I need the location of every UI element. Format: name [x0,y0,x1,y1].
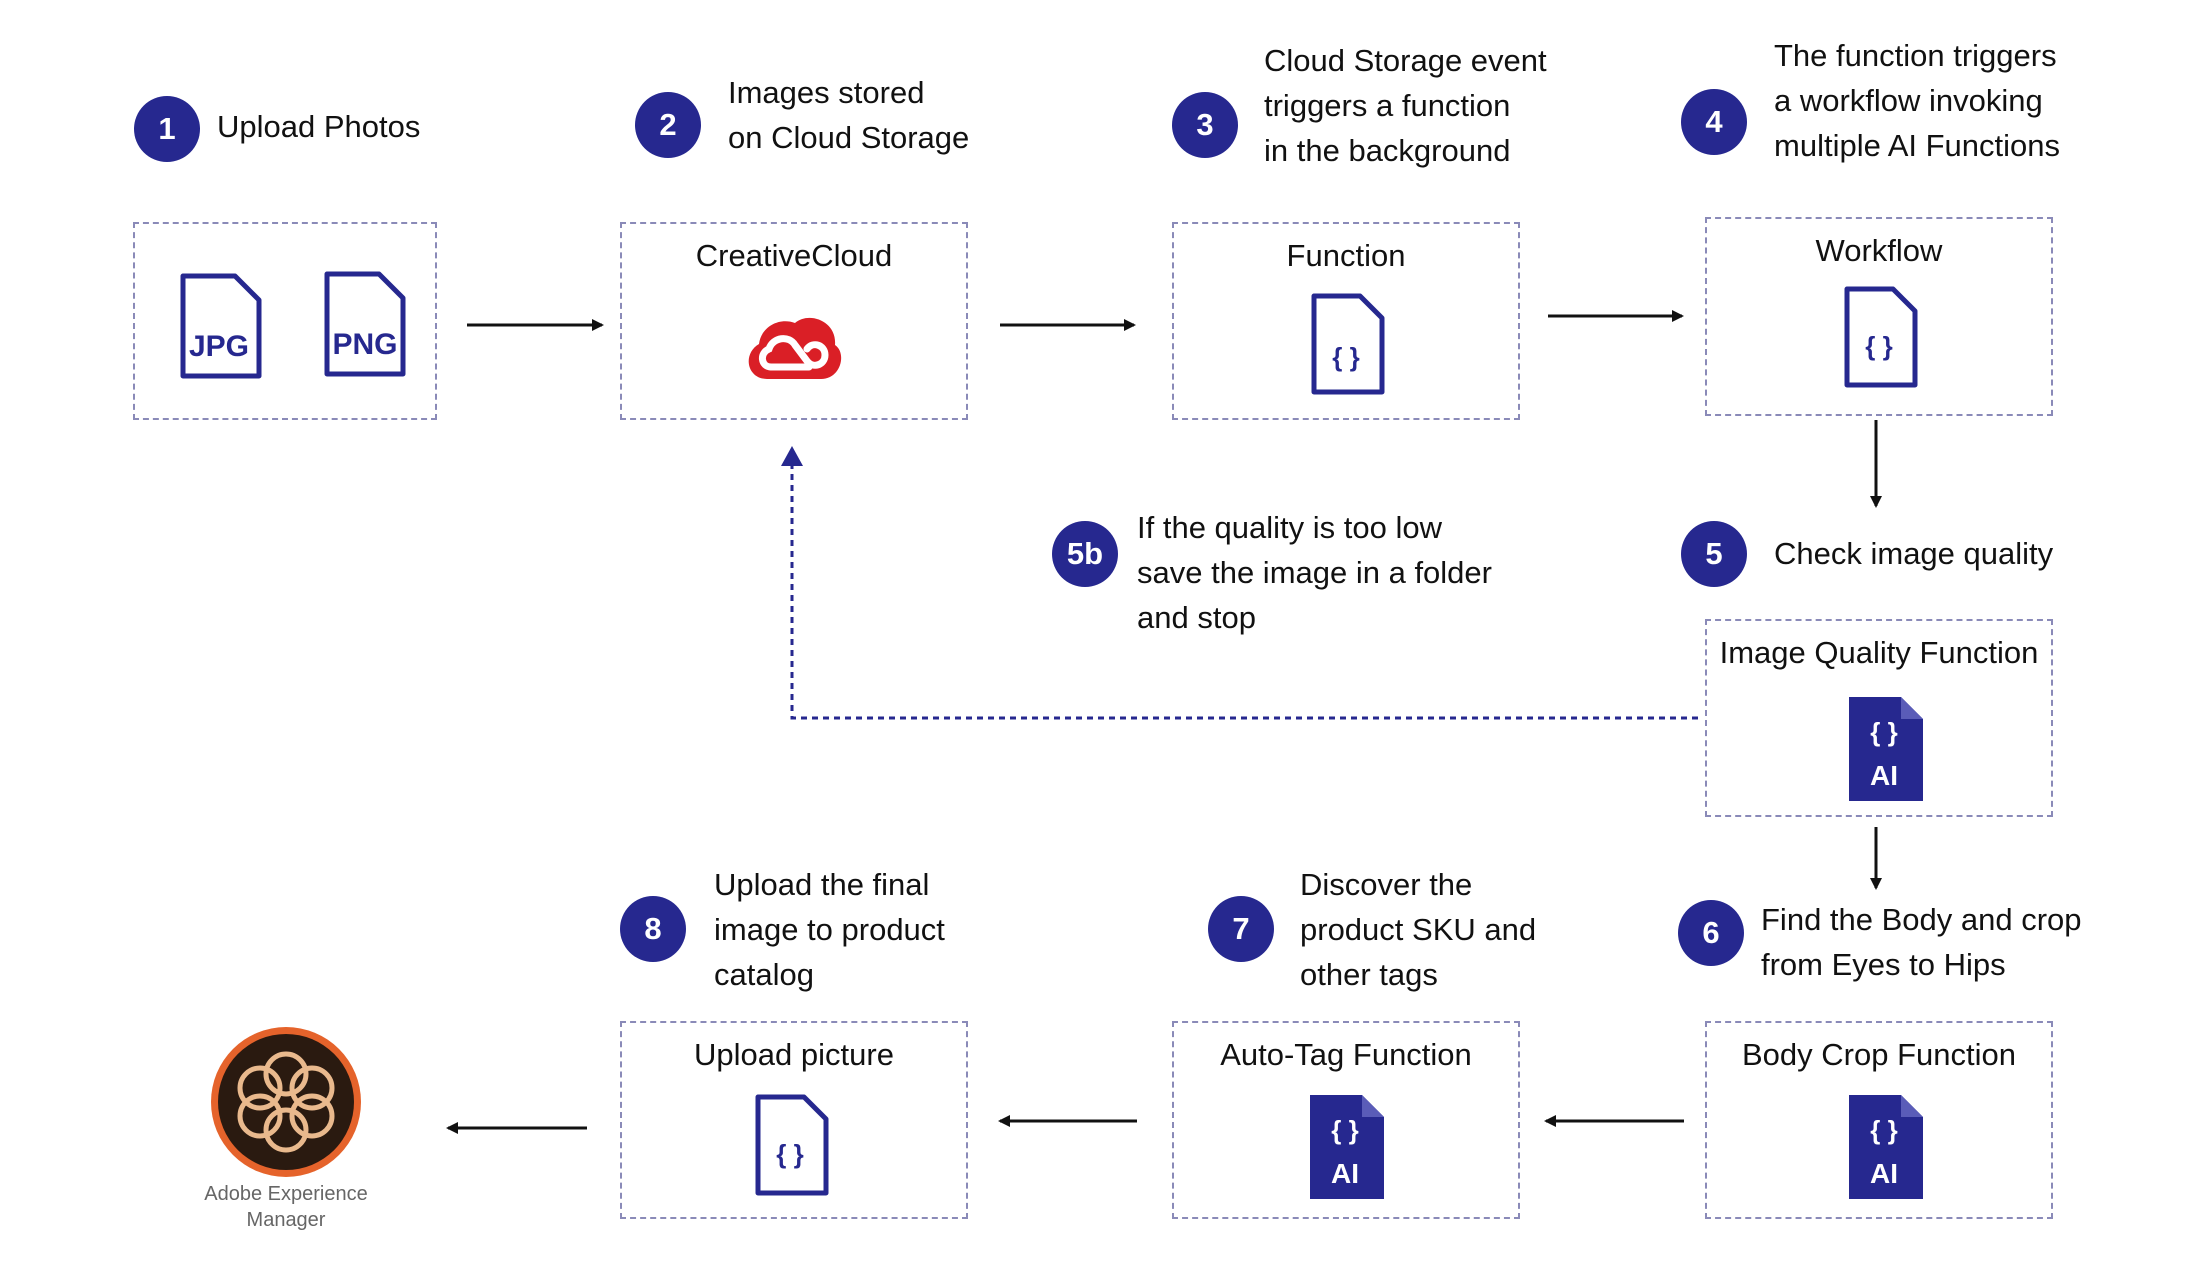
step-1-text: Upload Photos [217,109,421,144]
upload-picture-box: Upload picture { } [620,1021,968,1219]
workflow-box: Workflow { } [1705,217,2053,416]
aem-label: Adobe Experience Manager [204,1183,368,1231]
step-1-badge: 1 [134,96,200,162]
step-7-text: Discover the product SKU and other tags [1300,867,1537,992]
svg-text:AI: AI [1870,1158,1898,1189]
image-quality-title: Image Quality Function [1719,635,2039,670]
svg-text:{ }: { } [1870,1115,1897,1145]
step-5-text: Check image quality [1774,536,2054,571]
function-box: Function { } [1172,222,1520,420]
dashed-feedback-arrow [790,462,1698,720]
auto-tag-box: Auto-Tag Function { } AI [1172,1021,1520,1219]
auto-tag-title: Auto-Tag Function [1220,1037,1472,1072]
upload-picture-title: Upload picture [694,1037,894,1072]
ai-function-file-icon: { } AI [1310,1095,1384,1199]
feedback-arrowhead [781,446,803,466]
step-2-text: Images stored on Cloud Storage [728,75,970,155]
svg-text:AI: AI [1331,1158,1359,1189]
step-4-badge: 4 [1681,89,1747,155]
png-file-icon: PNG [324,271,406,377]
svg-text:{ }: { } [1332,342,1359,372]
jpg-file-icon: JPG [180,273,262,379]
function-title: Function [1286,238,1406,273]
image-quality-box: Image Quality Function { } AI [1705,619,2053,817]
step-3-text: Cloud Storage event triggers a function … [1264,43,1547,168]
svg-text:{ }: { } [1870,717,1897,747]
svg-text:PNG: PNG [332,328,397,361]
upload-photos-box: JPG PNG [133,222,437,420]
step-6-badge: 6 [1678,900,1744,966]
svg-text:AI: AI [1870,760,1898,791]
creative-cloud-box: CreativeCloud [620,222,968,420]
step-3-badge: 3 [1172,92,1238,158]
svg-text:JPG: JPG [189,330,249,363]
step-5b-text: If the quality is too low save the image… [1137,510,1492,635]
body-crop-title: Body Crop Function [1742,1037,2016,1072]
svg-text:{ }: { } [776,1139,803,1169]
step-6-text: Find the Body and crop from Eyes to Hips [1761,902,2082,982]
svg-text:{ }: { } [1865,331,1892,361]
svg-text:{ }: { } [1331,1115,1358,1145]
body-crop-box: Body Crop Function { } AI [1705,1021,2053,1219]
step-4-text: The function triggers a workflow invokin… [1774,38,2061,163]
upload-picture-file-icon: { } [755,1094,829,1196]
function-file-icon: { } [1311,293,1385,395]
workflow-title: Workflow [1815,233,1943,268]
creative-cloud-title: CreativeCloud [695,238,893,273]
creative-cloud-logo-icon [748,317,842,379]
step-5b-badge: 5b [1052,521,1118,587]
workflow-file-icon: { } [1844,286,1918,388]
step-2-badge: 2 [635,92,701,158]
step-8-text: Upload the final image to product catalo… [714,867,945,992]
ai-function-file-icon: { } AI [1849,697,1923,801]
adobe-experience-manager-logo-icon [211,1027,361,1177]
step-7-badge: 7 [1208,896,1274,962]
step-8-badge: 8 [620,896,686,962]
step-5-badge: 5 [1681,521,1747,587]
ai-function-file-icon: { } AI [1849,1095,1923,1199]
